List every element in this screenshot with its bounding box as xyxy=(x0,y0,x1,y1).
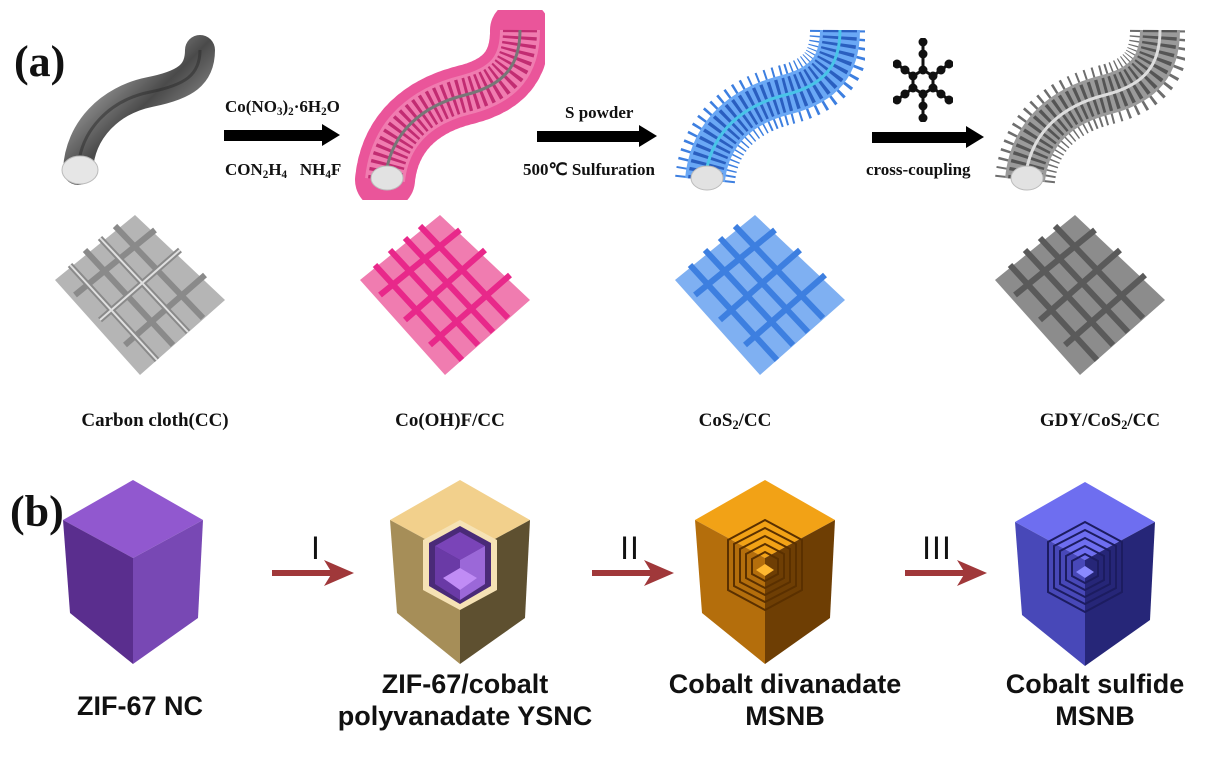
step-label-III: III xyxy=(922,530,952,566)
caption-cobalt-sulfide-line1: Cobalt sulfide xyxy=(1005,669,1185,699)
caption-carbon-cloth: Carbon cloth(CC) xyxy=(81,410,229,431)
caption-gdy-cos2-cc: GDY/CoS2/CC xyxy=(1039,410,1161,432)
reaction-arrow-2 xyxy=(537,125,657,147)
zif67-cube xyxy=(58,478,208,668)
reagent-urea-nh4f: CON2H4 NH4F xyxy=(225,160,342,181)
reagent-cobalt-nitrate: Co(NO3)2·6H2O xyxy=(225,97,340,118)
carbon-cloth-weave xyxy=(45,210,235,380)
step-arrow-III xyxy=(905,560,987,586)
step-arrow-II xyxy=(592,560,674,586)
reaction-arrow-3 xyxy=(872,126,984,148)
reaction-arrow-1 xyxy=(224,124,340,146)
panel-a-label: (a) xyxy=(14,37,66,86)
panel-b-label: (b) xyxy=(10,487,64,536)
cos2-cloth-weave xyxy=(665,210,855,380)
cooh-f-cloth-weave xyxy=(350,210,540,380)
caption-cobalt-divanadate-line1: Cobalt divanadate xyxy=(668,669,902,699)
caption-yolk-shell-line2: polyvanadate YSNC xyxy=(337,701,593,731)
cobalt-divanadate-cube xyxy=(690,478,840,668)
step-label-I: I xyxy=(311,530,321,566)
step-label-II: II xyxy=(620,530,640,566)
yolk-shell-cube xyxy=(385,478,535,668)
reagent-sulfuration: 500℃ Sulfuration xyxy=(523,160,655,179)
cos2-fiber-illustration xyxy=(665,10,865,200)
gdy-cos2-cloth-weave xyxy=(985,210,1175,380)
caption-cobalt-sulfide: Cobalt sulfide MSNB xyxy=(980,668,1210,732)
cobalt-sulfide-cube xyxy=(1010,480,1160,670)
caption-cobalt-sulfide-line2: MSNB xyxy=(1055,701,1135,731)
caption-yolk-shell: ZIF-67/cobalt polyvanadate YSNC xyxy=(325,668,605,732)
caption-cobalt-divanadate-line2: MSNB xyxy=(745,701,825,731)
carbon-fiber-illustration xyxy=(50,20,220,190)
reagent-cross-coupling: cross-coupling xyxy=(866,160,971,179)
caption-yolk-shell-line1: ZIF-67/cobalt xyxy=(381,669,549,699)
cooh-f-fiber-illustration xyxy=(345,10,545,200)
caption-cooh-f-cc: Co(OH)F/CC xyxy=(395,410,505,431)
hexaethynylbenzene-molecule-icon xyxy=(893,38,953,122)
caption-cobalt-divanadate: Cobalt divanadate MSNB xyxy=(650,668,920,732)
gdy-cos2-fiber-illustration xyxy=(985,10,1185,200)
reagent-s-powder: S powder xyxy=(565,103,634,122)
caption-zif67-nc: ZIF-67 NC xyxy=(76,691,203,721)
step-arrow-I xyxy=(272,560,354,586)
caption-cos2-cc: CoS2/CC xyxy=(698,410,772,432)
